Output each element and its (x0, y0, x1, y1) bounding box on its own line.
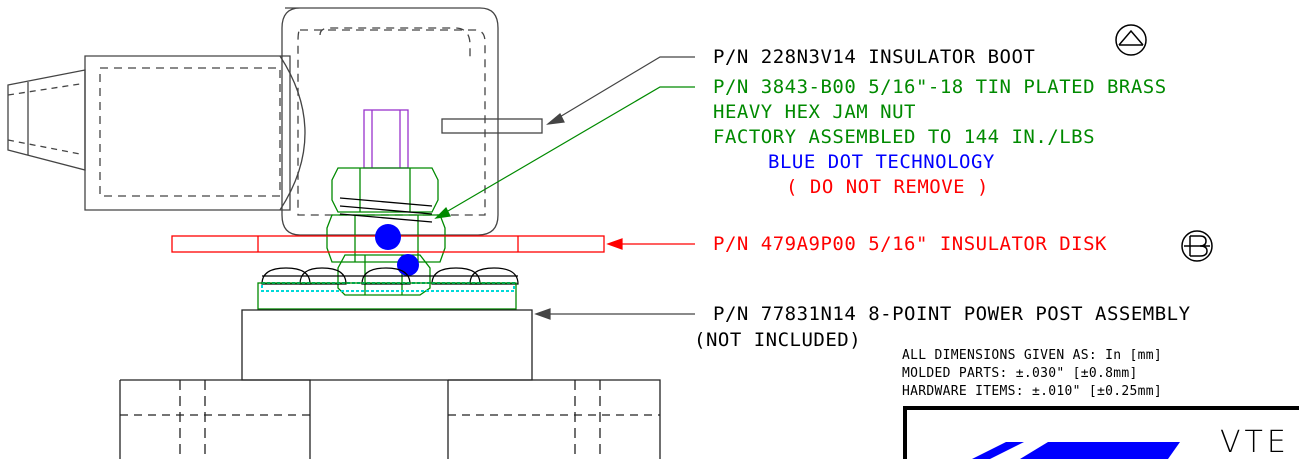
note-molded: MOLDED PARTS: ±.030" [±0.8mm] (902, 366, 1138, 381)
callout-nut-line3: FACTORY ASSEMBLED TO 144 IN./LBS (713, 126, 1095, 148)
jam-nut (326, 167, 446, 296)
triangle-marker-icon (1115, 24, 1147, 56)
callout-disk: P/N 479A9P00 5/16" INSULATOR DISK (713, 233, 1107, 255)
title-block: VTE (903, 406, 1299, 459)
brand-text: VTE (1220, 425, 1290, 459)
leader-boot (546, 56, 695, 125)
post-screws (261, 267, 519, 285)
note-dimensions: ALL DIMENSIONS GIVEN AS: In [mm] (902, 348, 1162, 363)
callout-nut-line2: HEAVY HEX JAM NUT (713, 101, 916, 123)
callout-boot: P/N 228N3V14 INSULATOR BOOT (713, 46, 1035, 68)
section-b-marker-icon (1181, 230, 1213, 262)
logo-stripe-left (972, 442, 1024, 459)
blue-dot-upper (375, 224, 401, 250)
note-hardware: HARDWARE ITEMS: ±.010" [±0.25mm] (902, 384, 1162, 399)
power-post-assembly (119, 309, 661, 459)
blue-dot-lower (397, 254, 419, 276)
callout-do-not-remove: ( DO NOT REMOVE ) (786, 176, 989, 198)
insulator-boot (7, 7, 543, 236)
callout-nut-line1: P/N 3843-B00 5/16"-18 TIN PLATED BRASS (713, 76, 1167, 98)
callout-blue-dot: BLUE DOT TECHNOLOGY (768, 151, 995, 173)
callout-post-line1: P/N 77831N14 8-POINT POWER POST ASSEMBLY (713, 303, 1191, 325)
leader-disk (606, 238, 695, 250)
stud (363, 109, 409, 169)
leader-post (534, 308, 695, 320)
leader-nut (434, 86, 695, 219)
logo-stripe-right (1020, 442, 1180, 459)
post-base-plate (257, 282, 517, 310)
callout-post-line2: (NOT INCLUDED) (694, 329, 861, 351)
